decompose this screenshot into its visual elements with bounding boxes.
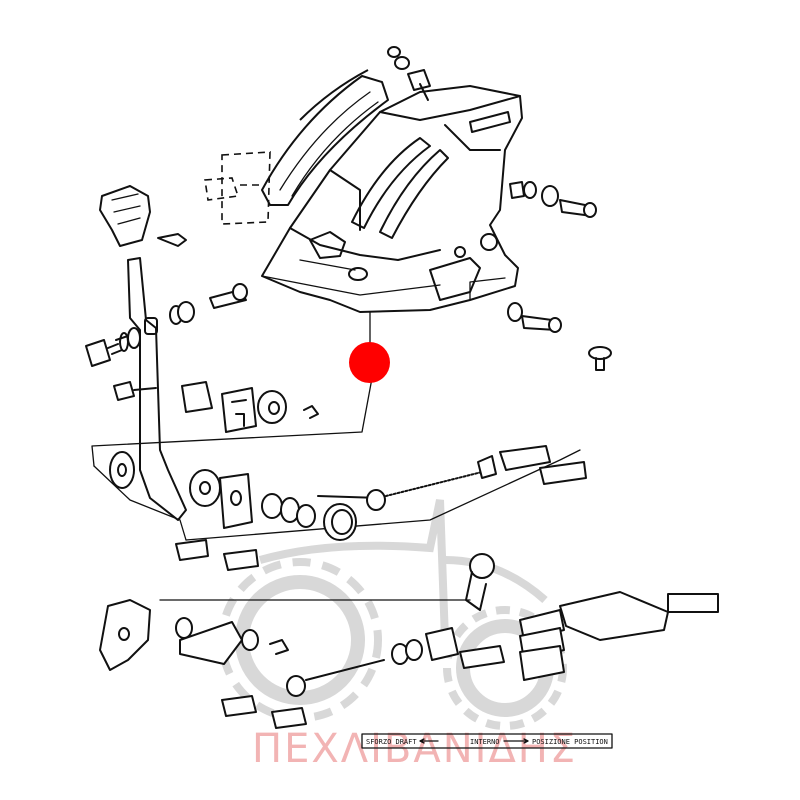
- side-bolt-upper: [509, 181, 597, 218]
- lower-linkage: [99, 553, 719, 729]
- clip-parts: [181, 381, 319, 433]
- sector-plate: [261, 69, 389, 206]
- middle-linkage: [109, 445, 587, 571]
- ghost-component: [204, 151, 271, 225]
- watermark-text: ΠΕΧΛΙΒΑΝΙΔΗΣ: [252, 726, 577, 772]
- legend-label-left: SFORZO DRAFT: [366, 738, 417, 746]
- legend-bar: SFORZO DRAFT INTERNO POSIZIONE POSITION: [361, 733, 613, 749]
- legend-label-middle: INTERNO: [470, 738, 500, 746]
- quadrant-housing: [261, 85, 523, 313]
- legend-label-right: POSIZIONE POSITION: [532, 738, 608, 746]
- selection-marker-dot[interactable]: [349, 342, 390, 383]
- lever-knob: [99, 185, 187, 247]
- lever-arm: [127, 257, 187, 521]
- side-bolt-lower: [507, 302, 562, 333]
- small-screw: [588, 346, 612, 371]
- top-bolts: [387, 46, 431, 101]
- lever-pivot-parts: [85, 283, 248, 401]
